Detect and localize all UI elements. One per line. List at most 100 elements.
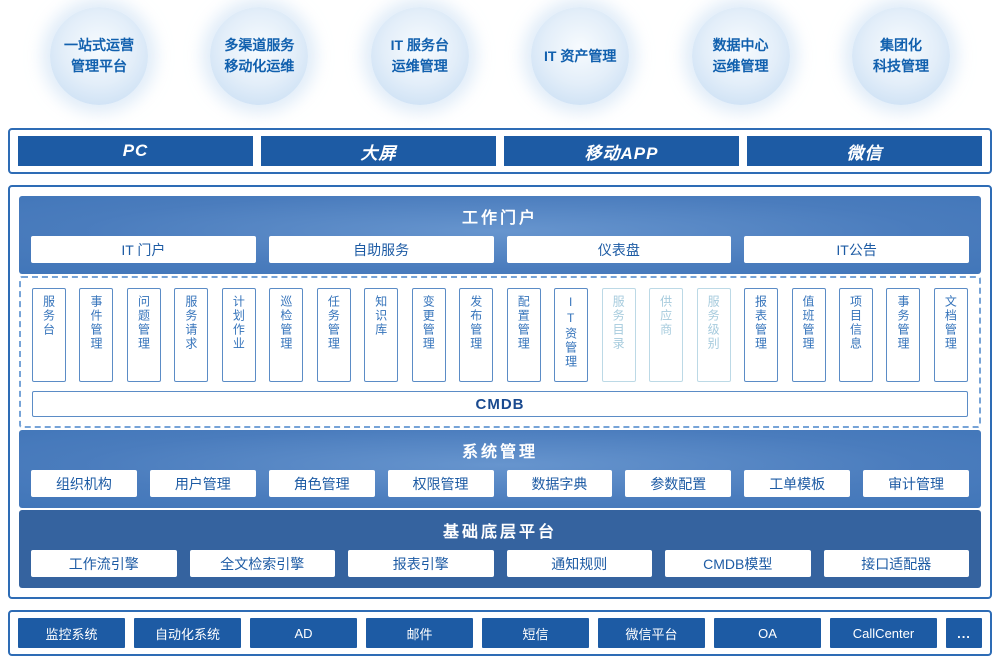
module-label: 知识库 [373, 295, 388, 337]
bubble-multichannel-mobile-ops: 多渠道服务 移动化运维 [210, 7, 309, 105]
module-problem-mgmt: 问题管理 [126, 288, 161, 382]
module-label: 发布管理 [468, 295, 483, 351]
bubble-label-line: 数据中心 [712, 37, 769, 53]
module-label: 服务台 [41, 295, 56, 337]
module-label: 变更管理 [421, 295, 436, 351]
system-item-role-mgmt: 角色管理 [268, 470, 375, 497]
module-affairs-mgmt: 事务管理 [886, 288, 921, 382]
module-supplier: 供应商 [649, 288, 684, 382]
channel-big-screen: 大屏 [261, 136, 496, 166]
bubble-label-line: 多渠道服务 [224, 37, 295, 53]
system-item-permission-mgmt: 权限管理 [387, 470, 494, 497]
module-label: 问题管理 [136, 295, 151, 351]
module-label: 巡检管理 [278, 295, 293, 351]
module-label: 报表管理 [753, 295, 768, 351]
portal-item-it-announcement: IT公告 [744, 236, 969, 263]
module-it-asset-mgmt: IT资管理 [554, 288, 589, 382]
module-service-catalog: 服务目录 [601, 288, 636, 382]
integrations-panel: 监控系统 自动化系统 AD 邮件 短信 微信平台 OA CallCenter .… [8, 610, 992, 656]
bubble-label-line: 科技管理 [872, 58, 929, 74]
module-label: IT资管理 [563, 295, 578, 369]
module-service-level: 服务级别 [696, 288, 731, 382]
integration-automation-system: 自动化系统 [134, 618, 241, 648]
module-knowledge-base: 知识库 [364, 288, 399, 382]
module-config-mgmt: 配置管理 [506, 288, 541, 382]
system-item-ticket-template: 工单模板 [744, 470, 851, 497]
bubble-it-asset-management: IT 资产管理 [531, 7, 630, 105]
bubble-group-tech-management: 集团化 科技管理 [851, 7, 950, 105]
channel-mobile-app: 移动APP [504, 136, 739, 166]
portal-item-self-service: 自助服务 [268, 236, 494, 263]
platform-item-report-engine: 报表引擎 [348, 550, 494, 577]
channels-panel: PC 大屏 移动APP 微信 [8, 128, 992, 174]
module-document-mgmt: 文档管理 [933, 288, 968, 382]
bubble-datacenter-ops: 数据中心 运维管理 [691, 7, 790, 105]
base-platform-title: 基础底层平台 [442, 524, 557, 541]
module-label: 服务级别 [706, 295, 721, 351]
platform-item-notification-rules: 通知规则 [506, 550, 652, 577]
system-item-parameter-config: 参数配置 [625, 470, 732, 497]
itsm-modules-row: 服务台 事件管理 问题管理 服务请求 计划作业 巡检管理 任务管理 知识库 变更… [32, 288, 968, 382]
integration-oa: OA [714, 618, 821, 648]
bubble-label-line: 管理平台 [71, 58, 127, 74]
platform-item-interface-adapter: 接口适配器 [823, 550, 969, 577]
cmdb-bar: CMDB [32, 391, 968, 417]
module-change-mgmt: 变更管理 [411, 288, 446, 382]
system-item-audit-mgmt: 审计管理 [863, 470, 969, 497]
integration-ad: AD [250, 618, 357, 648]
module-label: 计划作业 [231, 295, 246, 351]
bubble-label-line: 一站式运营 [64, 37, 134, 53]
module-label: 供应商 [658, 295, 673, 337]
module-release-mgmt: 发布管理 [459, 288, 494, 382]
platform-item-workflow-engine: 工作流引擎 [31, 550, 177, 577]
integration-sms: 短信 [482, 618, 589, 648]
work-portal-title: 工作门户 [461, 210, 538, 227]
system-item-data-dictionary: 数据字典 [506, 470, 613, 497]
main-platform-panel: 工作门户 IT 门户 自助服务 仪表盘 IT公告 服务台 事件管理 问题管理 服… [8, 185, 992, 599]
integration-email: 邮件 [366, 618, 473, 648]
module-label: 项目信息 [848, 295, 863, 351]
module-label: 文档管理 [943, 295, 958, 351]
module-label: 事务管理 [895, 295, 910, 351]
system-item-user-mgmt: 用户管理 [149, 470, 256, 497]
bubble-label-line: 运维管理 [391, 58, 448, 74]
portal-item-dashboard: 仪表盘 [506, 236, 732, 263]
module-report-mgmt: 报表管理 [744, 288, 779, 382]
module-label: 值班管理 [801, 295, 815, 351]
platform-item-cmdb-model: CMDB模型 [665, 550, 811, 577]
integration-wechat-platform: 微信平台 [598, 618, 705, 648]
integration-more-ellipsis: ... [946, 618, 982, 648]
system-item-organization: 组织机构 [31, 470, 137, 497]
itsm-modules-panel: 服务台 事件管理 问题管理 服务请求 计划作业 巡检管理 任务管理 知识库 变更… [19, 276, 981, 428]
integration-monitoring-system: 监控系统 [18, 618, 125, 648]
solution-bubbles-row: 一站式运营 管理平台 多渠道服务 移动化运维 IT 服务台 运维管理 IT 资产… [0, 7, 1000, 105]
base-platform-band: 基础底层平台 工作流引擎 全文检索引擎 报表引擎 通知规则 CMDB模型 接口适… [19, 510, 981, 588]
channel-pc: PC [18, 136, 253, 166]
bubble-label-line: 集团化 [879, 37, 922, 53]
module-label: 事件管理 [88, 295, 103, 351]
bubble-one-stop-operations: 一站式运营 管理平台 [50, 7, 148, 105]
module-label: 服务请求 [183, 295, 198, 351]
module-planned-jobs: 计划作业 [221, 288, 256, 382]
system-management-items: 组织机构 用户管理 角色管理 权限管理 数据字典 参数配置 工单模板 审计管理 [31, 470, 969, 497]
system-management-title: 系统管理 [461, 444, 538, 461]
portal-item-it-portal: IT 门户 [31, 236, 256, 263]
module-label: 服务目录 [611, 295, 626, 351]
bubble-label-line: IT 服务台 [390, 37, 449, 53]
system-management-band: 系统管理 组织机构 用户管理 角色管理 权限管理 数据字典 参数配置 工单模板 … [19, 430, 981, 508]
bubble-it-service-desk: IT 服务台 运维管理 [370, 7, 469, 105]
bubble-label-line: 运维管理 [712, 58, 769, 74]
module-service-desk: 服务台 [32, 288, 66, 382]
module-incident-mgmt: 事件管理 [79, 288, 114, 382]
work-portal-band: 工作门户 IT 门户 自助服务 仪表盘 IT公告 [19, 196, 981, 274]
module-service-request: 服务请求 [174, 288, 209, 382]
module-duty-mgmt: 值班管理 [791, 288, 826, 382]
module-task-mgmt: 任务管理 [316, 288, 351, 382]
platform-item-fulltext-search-engine: 全文检索引擎 [189, 550, 335, 577]
module-project-info: 项目信息 [838, 288, 873, 382]
module-inspection-mgmt: 巡检管理 [269, 288, 304, 382]
bubble-label-line: 移动化运维 [224, 58, 295, 74]
bubble-label-line: IT 资产管理 [544, 47, 617, 64]
work-portal-items: IT 门户 自助服务 仪表盘 IT公告 [31, 236, 969, 263]
